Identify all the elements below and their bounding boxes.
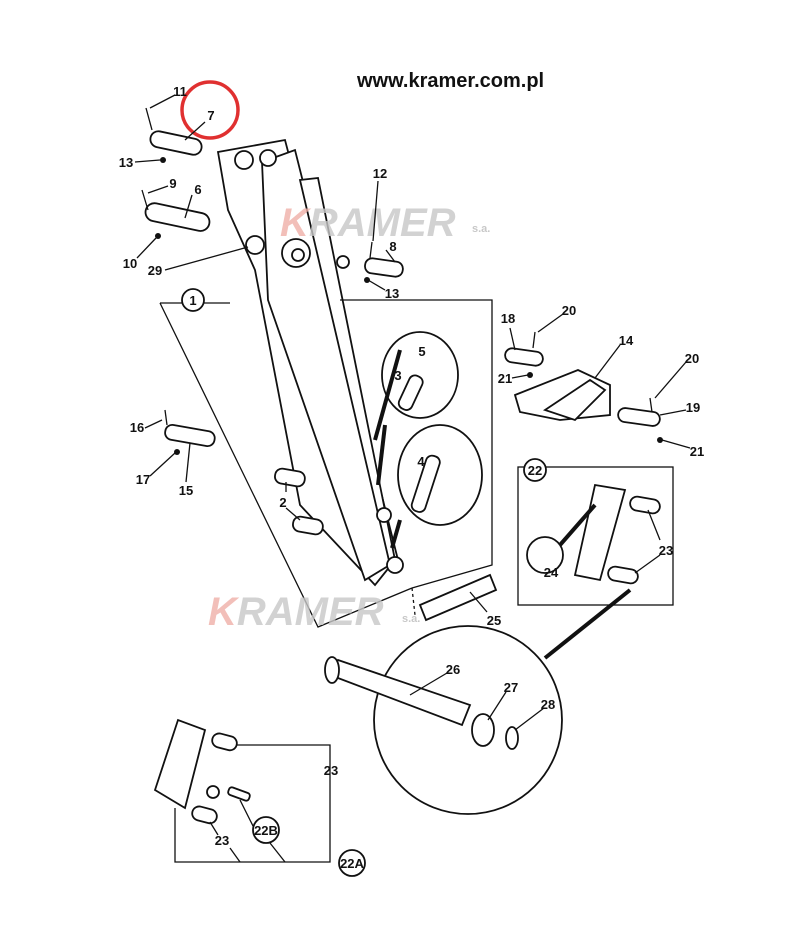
svg-text:s.a.: s.a. bbox=[472, 223, 490, 235]
part-labels: 11 7 13 9 6 10 29 12 8 13 18 20 5 3 14 2… bbox=[119, 84, 704, 848]
label-2: 2 bbox=[279, 495, 286, 510]
pins bbox=[141, 107, 663, 585]
callout-22a-label: 22A bbox=[340, 856, 364, 871]
detail-circle-4 bbox=[397, 424, 483, 526]
svg-text:KRAMER: KRAMER bbox=[208, 590, 384, 634]
label-23: 23 bbox=[659, 543, 673, 558]
callout-22a: 22A bbox=[338, 849, 366, 877]
label-29: 29 bbox=[148, 263, 162, 278]
label-24: 24 bbox=[544, 565, 559, 580]
panel-22-connectors bbox=[543, 503, 632, 660]
label-10: 10 bbox=[123, 256, 137, 271]
label-11: 11 bbox=[173, 84, 187, 99]
label-19: 19 bbox=[686, 400, 700, 415]
label-12: 12 bbox=[373, 166, 387, 181]
label-13: 13 bbox=[119, 155, 133, 170]
link-22a-assembly bbox=[153, 718, 251, 825]
label-7: 7 bbox=[207, 108, 214, 123]
panel-22-outline bbox=[517, 466, 674, 606]
kramer-watermark-bottom: KRAMER s.a. bbox=[208, 590, 420, 634]
label-26: 26 bbox=[446, 662, 460, 677]
label-13b: 13 bbox=[385, 286, 399, 301]
label-15: 15 bbox=[179, 483, 193, 498]
link-14 bbox=[513, 369, 611, 422]
grease-fitting-4 bbox=[410, 454, 441, 513]
callout-1-label: 1 bbox=[189, 293, 196, 308]
kramer-watermark-top: KRAMER s.a. bbox=[280, 201, 490, 245]
leader-lines bbox=[134, 94, 691, 863]
label-4: 4 bbox=[417, 454, 425, 469]
panel-1-outline bbox=[159, 302, 413, 628]
label-23b: 23 bbox=[324, 763, 338, 778]
highlight-circle bbox=[180, 80, 240, 140]
label-17: 17 bbox=[136, 472, 150, 487]
label-8: 8 bbox=[389, 239, 396, 254]
website-url: www.kramer.com.pl bbox=[356, 70, 544, 92]
label-6: 6 bbox=[194, 182, 201, 197]
callout-22b-label: 22B bbox=[254, 823, 278, 838]
label-14: 14 bbox=[619, 333, 634, 348]
label-21b: 21 bbox=[690, 444, 704, 459]
grease-fitting-3 bbox=[397, 374, 424, 411]
callout-22b: 22B bbox=[252, 816, 280, 844]
panel-22a-outline bbox=[174, 744, 331, 863]
label-5: 5 bbox=[418, 344, 425, 359]
svg-text:KRAMER: KRAMER bbox=[280, 201, 456, 245]
callout-22: 22 bbox=[523, 458, 547, 482]
svg-text:s.a.: s.a. bbox=[402, 613, 420, 625]
label-3: 3 bbox=[394, 368, 401, 383]
label-18: 18 bbox=[501, 311, 515, 326]
boom-arm bbox=[216, 138, 404, 587]
label-28: 28 bbox=[541, 697, 555, 712]
label-9: 9 bbox=[169, 176, 176, 191]
detail-connectors bbox=[373, 349, 402, 549]
panel-1-outline-right bbox=[340, 299, 493, 589]
label-20: 20 bbox=[562, 303, 576, 318]
link-22 bbox=[573, 483, 627, 582]
label-27: 27 bbox=[504, 680, 518, 695]
detail-circle-26 bbox=[373, 625, 563, 815]
detail-circle-24 bbox=[526, 536, 564, 574]
label-20b: 20 bbox=[685, 351, 699, 366]
pin-26-assembly bbox=[324, 656, 519, 750]
dashed-leader bbox=[411, 587, 416, 616]
label-25: 25 bbox=[487, 613, 501, 628]
callout-22-label: 22 bbox=[528, 463, 542, 478]
plate-25 bbox=[418, 573, 498, 622]
callout-1: 1 bbox=[181, 288, 205, 312]
label-16: 16 bbox=[130, 420, 144, 435]
label-21: 21 bbox=[498, 371, 512, 386]
label-23c: 23 bbox=[215, 833, 229, 848]
